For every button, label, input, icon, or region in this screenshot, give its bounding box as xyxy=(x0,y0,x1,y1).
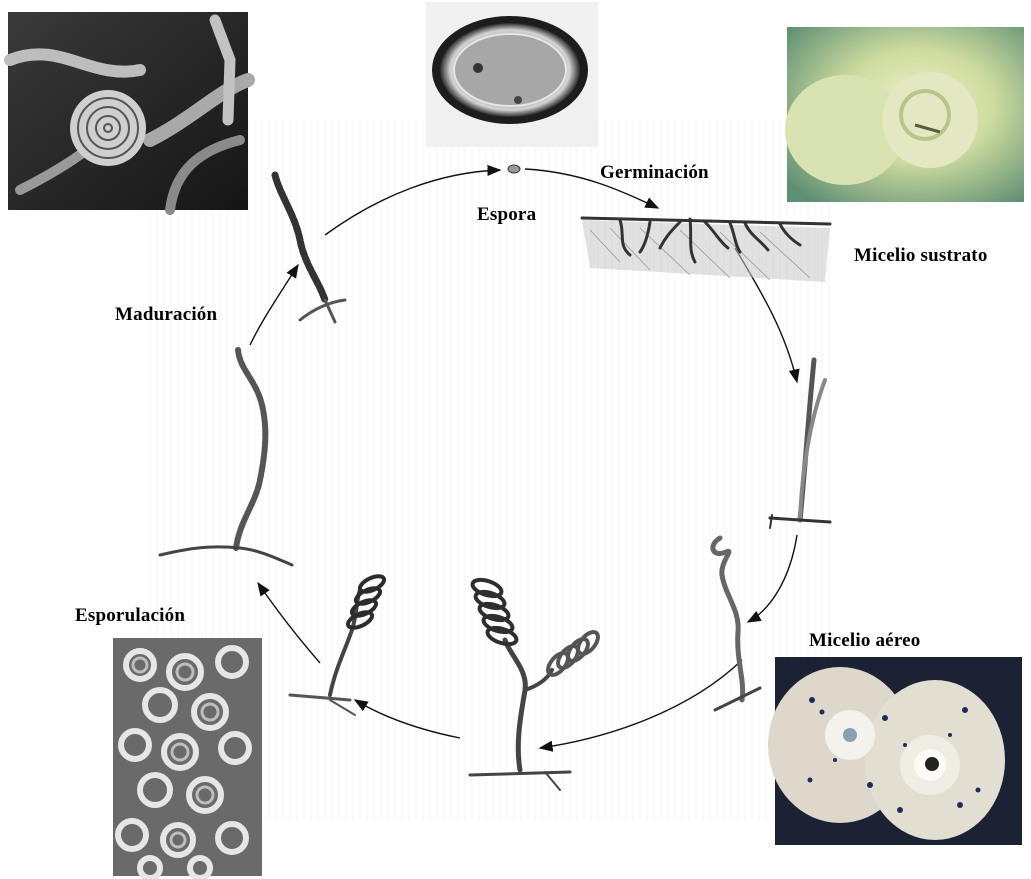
label-maduracion: Maduración xyxy=(115,304,217,326)
spiral-spore-chains-sem-photo xyxy=(113,638,262,878)
label-germinacion: Germinación xyxy=(600,162,709,184)
label-esporulacion: Esporulación xyxy=(75,605,185,627)
sporulating-colonies-photo xyxy=(768,657,1022,845)
spore-drawing xyxy=(508,165,520,173)
label-micelio-sustrato: Micelio sustrato xyxy=(854,245,988,267)
spore-tem-photo xyxy=(426,2,598,147)
label-espora: Espora xyxy=(477,204,536,226)
coiled-spore-chain-sem-photo xyxy=(8,12,248,210)
label-micelio-aereo: Micelio aéreo xyxy=(809,630,920,652)
substrate-colony-photo xyxy=(785,27,1024,202)
